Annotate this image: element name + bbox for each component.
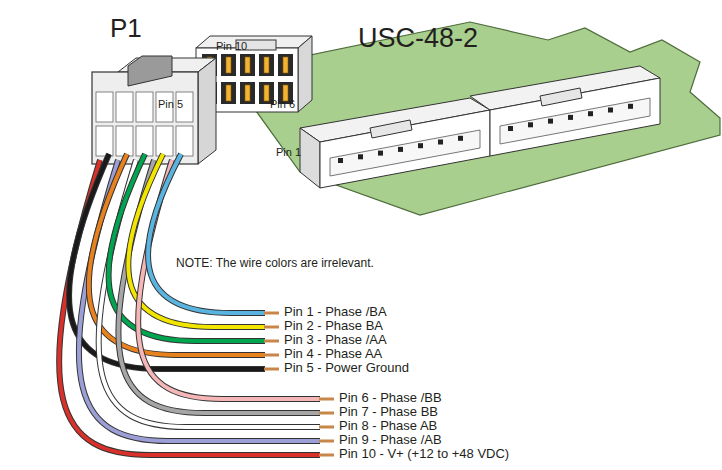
contact bbox=[338, 158, 343, 163]
pin-header bbox=[300, 98, 490, 188]
contact bbox=[378, 151, 383, 156]
contact bbox=[628, 104, 633, 109]
plug-cell bbox=[136, 92, 153, 122]
wire-tip bbox=[319, 440, 334, 443]
plug-cell bbox=[116, 92, 133, 122]
wire bbox=[128, 154, 265, 327]
wire-outline bbox=[109, 154, 265, 341]
pin-assignment: Pin 5 - Power Ground bbox=[284, 361, 409, 375]
contact bbox=[588, 111, 593, 116]
wire-tip bbox=[319, 398, 334, 401]
pin-assignment: Pin 2 - Phase BA bbox=[284, 319, 383, 333]
note-text: NOTE: The wire colors are irrelevant. bbox=[176, 257, 374, 270]
plug-cell bbox=[96, 92, 113, 122]
plug-cell bbox=[136, 126, 153, 156]
pin bbox=[245, 57, 250, 73]
contact bbox=[528, 122, 533, 127]
pin-assignment: Pin 9 - Phase /AB bbox=[339, 433, 442, 447]
contact bbox=[508, 126, 513, 131]
board-name: USC-48-2 bbox=[358, 24, 478, 54]
contact bbox=[438, 140, 443, 145]
wire bbox=[89, 154, 265, 355]
pin bbox=[283, 57, 288, 73]
contact bbox=[398, 147, 403, 152]
contact bbox=[418, 143, 423, 148]
connector-name: P1 bbox=[110, 14, 142, 43]
wire-tip bbox=[264, 312, 279, 315]
wire-tip bbox=[319, 426, 334, 429]
pin-number: Pin 10 bbox=[216, 40, 247, 52]
pin-header bbox=[470, 66, 660, 156]
pin-assignment: Pin 4 - Phase AA bbox=[284, 347, 382, 361]
plug-housing bbox=[92, 56, 216, 164]
pin-socket bbox=[221, 54, 236, 76]
pin-socket bbox=[221, 82, 236, 104]
pin bbox=[264, 85, 269, 101]
wire-outline bbox=[128, 154, 265, 327]
plug-cell bbox=[116, 126, 133, 156]
wire bbox=[148, 154, 265, 313]
wire-outline bbox=[118, 160, 320, 413]
wire-tip bbox=[264, 368, 279, 371]
plug-cell bbox=[96, 126, 113, 156]
pin-socket bbox=[259, 54, 274, 76]
wire-tip bbox=[319, 412, 334, 415]
pin-number: Pin 5 bbox=[158, 98, 183, 110]
wire-tip bbox=[264, 326, 279, 329]
wire-tip bbox=[319, 454, 334, 457]
wire-outline bbox=[89, 154, 265, 355]
pin-socket bbox=[278, 54, 293, 76]
pin-number: Pin 1 bbox=[276, 146, 301, 158]
pin bbox=[264, 57, 269, 73]
header-contact bbox=[338, 104, 633, 163]
wire-outline bbox=[148, 154, 265, 313]
plug-cell bbox=[156, 126, 173, 156]
pin-socket bbox=[240, 82, 255, 104]
pin-assignment: Pin 1 - Phase /BA bbox=[284, 305, 387, 319]
pin-socket bbox=[240, 54, 255, 76]
pin-assignment: Pin 8 - Phase AB bbox=[339, 419, 437, 433]
wire bbox=[118, 160, 320, 413]
wire-tip bbox=[264, 354, 279, 357]
pin-assignment: Pin 10 - V+ (+12 to +48 VDC) bbox=[339, 447, 509, 461]
pin-number: Pin 6 bbox=[270, 98, 295, 110]
pin-assignment: Pin 7 - Phase BB bbox=[339, 405, 438, 419]
contact bbox=[358, 154, 363, 159]
pin bbox=[226, 57, 231, 73]
pin bbox=[245, 85, 250, 101]
plug-cell bbox=[176, 126, 193, 156]
pin-assignment: Pin 3 - Phase /AA bbox=[284, 333, 387, 347]
pin bbox=[226, 85, 231, 101]
wire-tip bbox=[264, 340, 279, 343]
contact bbox=[608, 108, 613, 113]
pin-assignment: Pin 6 - Phase /BB bbox=[339, 391, 442, 405]
wire bbox=[109, 154, 265, 341]
contact bbox=[568, 115, 573, 120]
circuit-board bbox=[228, 22, 720, 215]
contact bbox=[548, 119, 553, 124]
contact bbox=[458, 136, 463, 141]
